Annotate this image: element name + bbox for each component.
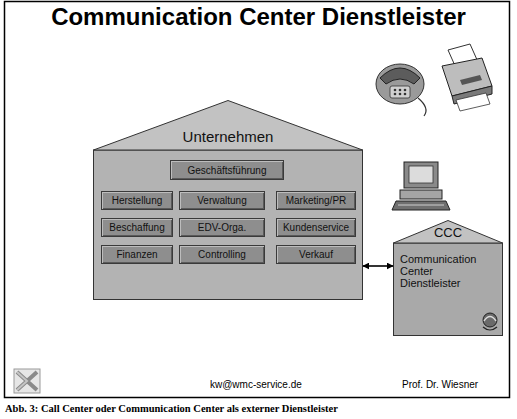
- department-box: Kundenservice: [276, 218, 356, 237]
- email-label: kw@wmc-service.de: [210, 379, 302, 390]
- figure-caption: Abb. 3: Call Center oder Communication C…: [5, 403, 515, 414]
- house-body-text: Communication Center Dienstleister: [400, 253, 486, 289]
- department-box: Finanzen: [101, 245, 173, 264]
- department-label: Beschaffung: [109, 222, 164, 233]
- department-box: Controlling: [179, 245, 265, 264]
- department-box: Geschäftsführung: [170, 160, 284, 180]
- logo-icon: [14, 369, 40, 393]
- author-label: Prof. Dr. Wiesner: [402, 379, 478, 390]
- house-roof: [94, 101, 363, 151]
- fax-icon: [442, 44, 492, 111]
- department-label: Geschäftsführung: [188, 165, 267, 176]
- department-label: Herstellung: [112, 195, 163, 206]
- house-shape: CCC Communication Center Dienstleister: [393, 220, 503, 336]
- department-box: Beschaffung: [101, 218, 173, 237]
- department-box: Marketing/PR: [276, 191, 356, 210]
- house-body: [94, 150, 363, 300]
- department-box: EDV-Orga.: [179, 218, 265, 237]
- house-shape: UnternehmenGeschäftsführungHerstellungVe…: [93, 100, 363, 300]
- department-label: Controlling: [198, 249, 246, 260]
- department-box: Herstellung: [101, 191, 173, 210]
- telephone-icon: [376, 64, 426, 116]
- department-label: Verwaltung: [197, 195, 246, 206]
- house-roof: [394, 221, 503, 244]
- department-label: Finanzen: [116, 249, 157, 260]
- house-heading: Unternehmen: [93, 129, 363, 146]
- computer-icon: [392, 162, 450, 210]
- slide-title: Communication Center Dienstleister: [8, 3, 509, 31]
- house-body: [394, 243, 503, 336]
- house-heading: CCC: [393, 226, 503, 240]
- department-box: Verwaltung: [179, 191, 265, 210]
- department-label: Marketing/PR: [286, 195, 347, 206]
- department-label: Verkauf: [299, 249, 333, 260]
- frame-border: [5, 2, 510, 398]
- double-arrow: [363, 265, 393, 267]
- department-box: Verkauf: [276, 245, 356, 264]
- department-label: EDV-Orga.: [198, 222, 246, 233]
- department-label: Kundenservice: [283, 222, 349, 233]
